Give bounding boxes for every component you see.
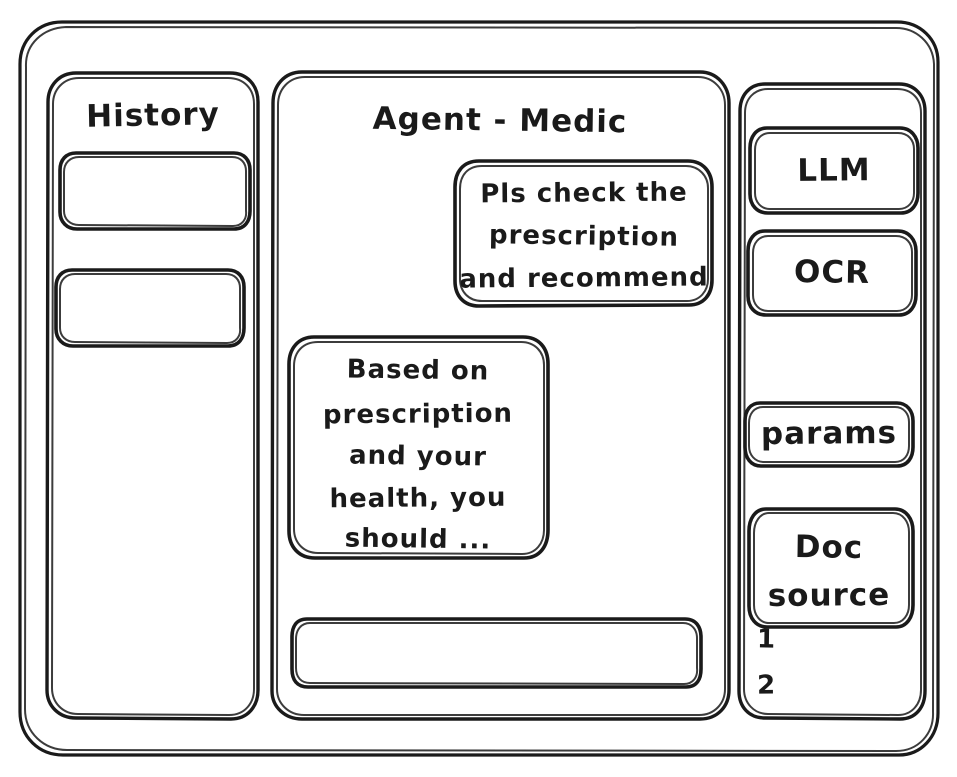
tools-panel: LLM OCR params Doc source 1 2 xyxy=(737,82,927,721)
doc-source-line: Doc xyxy=(795,529,864,566)
agent-main-panel: Agent - Medic Pls check the prescription… xyxy=(270,70,731,721)
doc-source-button[interactable]: Doc source xyxy=(747,507,915,629)
message-input[interactable] xyxy=(290,617,703,689)
chat-bubble-line: should ... xyxy=(345,523,492,555)
tool-button-llm[interactable]: LLM xyxy=(748,126,920,215)
tool-button-ocr[interactable]: OCR xyxy=(746,229,918,317)
history-item[interactable] xyxy=(54,268,246,348)
doc-source-list-item[interactable]: 2 xyxy=(757,670,776,700)
agent-panel-title: Agent - Medic xyxy=(372,101,627,141)
history-panel-title: History xyxy=(86,96,220,135)
chat-bubble-line: and your xyxy=(349,441,487,473)
history-panel: History xyxy=(45,71,260,721)
tool-button-params[interactable]: params xyxy=(743,401,915,468)
chat-bubble-line: prescription xyxy=(489,220,679,253)
doc-source-list-item[interactable]: 1 xyxy=(757,624,777,654)
doc-source-line: source xyxy=(768,577,891,614)
tool-button-label: OCR xyxy=(794,254,870,291)
chat-bubble-line: Pls check the xyxy=(480,178,688,210)
chat-bubble-user: Pls check the prescription and recommend xyxy=(453,159,714,308)
chat-bubble-line: health, you xyxy=(329,483,506,515)
tool-button-label: LLM xyxy=(797,152,871,189)
chat-bubble-line: and recommend xyxy=(459,262,709,294)
chat-bubble-line: Based on xyxy=(347,355,490,387)
history-item[interactable] xyxy=(58,151,252,231)
tool-button-label: params xyxy=(761,415,897,452)
chat-bubble-line: prescription xyxy=(323,399,513,431)
chat-bubble-agent: Based on prescription and your health, y… xyxy=(287,335,550,560)
